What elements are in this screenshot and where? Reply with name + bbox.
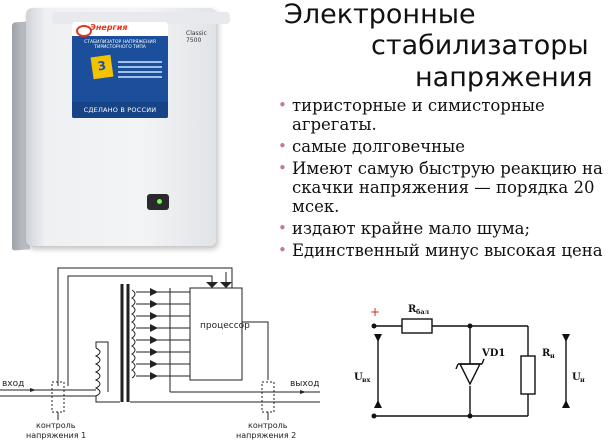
label-feature-lines xyxy=(118,58,162,81)
input-label: вход xyxy=(2,379,24,389)
bullet-item: • Имеют самую быструю реакцию на скачки н… xyxy=(278,159,604,216)
bullet-dot: • xyxy=(278,96,287,114)
brand-strip: Энергия xyxy=(72,22,168,37)
bullet-item: • издают крайне мало шума; xyxy=(278,219,604,238)
bullet-text: издают крайне мало шума; xyxy=(292,219,531,238)
output-label: выход xyxy=(290,379,319,389)
device-model: Classic 7500 xyxy=(186,30,207,44)
bullet-item: • тиристорные и симисторные агрегаты. xyxy=(278,96,604,134)
bullet-text: тиристорные и симисторные агрегаты. xyxy=(292,96,545,134)
plus-sign: + xyxy=(370,305,380,319)
device-label-panel: Энергия СТАБИЛИЗАТОР НАПРЯЖЕНИЯ ТИРИСТОР… xyxy=(72,22,168,118)
bullet-item: • самые долговечные xyxy=(278,137,604,156)
title-line-2: стабилизаторы xyxy=(371,30,589,61)
bullet-dot: • xyxy=(278,137,287,155)
zener-stabilizer-circuit: + R бал VD1 R н U вх U н xyxy=(354,304,585,419)
power-indicator-light xyxy=(157,199,162,204)
title-line-3: напряжения xyxy=(415,62,593,93)
warranty-badge: 3 xyxy=(90,54,114,80)
title-line-1: Электронные xyxy=(284,0,476,30)
rn-subscript: н xyxy=(550,352,555,360)
bullet-text: самые долговечные xyxy=(292,137,466,156)
brand-logo-icon xyxy=(76,25,92,37)
device-brand: Энергия xyxy=(90,23,128,32)
processor-label: процессор xyxy=(200,321,250,331)
made-in-russia: СДЕЛАНО В РОССИИ xyxy=(72,102,168,118)
r-bal-subscript: бал xyxy=(416,308,430,316)
control-1-line-1: контроль xyxy=(36,421,76,430)
device-body: Энергия СТАБИЛИЗАТОР НАПРЯЖЕНИЯ ТИРИСТОР… xyxy=(26,8,230,246)
bullet-dot: • xyxy=(278,241,287,259)
control-2-line-2: напряжения 2 xyxy=(236,431,296,440)
stabilizer-device-photo: Энергия СТАБИЛИЗАТОР НАПРЯЖЕНИЯ ТИРИСТОР… xyxy=(8,8,230,251)
control-2-line-1: контроль xyxy=(248,421,288,430)
bullet-text: Имеют самую быструю реакцию на скачки на… xyxy=(292,159,603,216)
rn-label: R xyxy=(542,348,551,359)
thyristor-stabilizer-circuit: процессор вход выход контроль напряжения… xyxy=(0,267,320,440)
device-label-subtitle: СТАБИЛИЗАТОР НАПРЯЖЕНИЯ ТИРИСТОРНОГО ТИП… xyxy=(84,40,156,50)
uvx-label: U xyxy=(354,372,363,383)
bullet-dot: • xyxy=(278,219,287,237)
bullet-list: • тиристорные и симисторные агрегаты. • са… xyxy=(278,96,604,263)
bullet-text: Единственный минус высокая цена xyxy=(292,241,603,260)
uvx-subscript: вх xyxy=(362,376,371,384)
bullet-dot: • xyxy=(278,159,287,177)
un-subscript: н xyxy=(580,376,585,384)
device-top-cap xyxy=(52,12,230,24)
un-label: U xyxy=(572,372,581,383)
bullet-item: • Единственный минус высокая цена xyxy=(278,241,604,260)
control-1-line-2: напряжения 1 xyxy=(26,431,86,440)
vd1-label: VD1 xyxy=(481,348,505,359)
r-bal-label: R xyxy=(408,304,417,315)
